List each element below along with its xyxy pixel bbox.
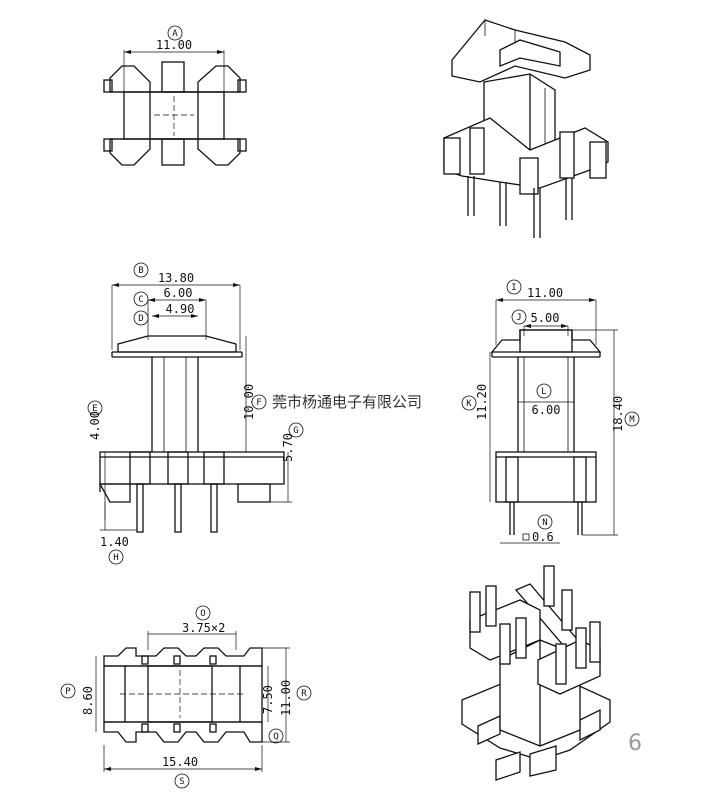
front-view: B 13.80 C 6.00 D 4.90: [87, 262, 304, 565]
label-p: P: [65, 687, 71, 697]
label-o: O: [200, 609, 205, 619]
label-circle-j: [511, 309, 527, 325]
isometric-view-bottom: [461, 565, 611, 781]
dim-front-core-width: 4.90: [166, 302, 195, 316]
dim-side-pin: 0.6: [532, 530, 554, 544]
dim-side-core: 6.00: [532, 403, 561, 417]
label-circle-b: [133, 262, 149, 278]
label-circle-g: [288, 422, 304, 438]
dim-front-overall-width: 13.80: [158, 271, 194, 285]
dim-bottom-pin-pitch: 3.75×2: [182, 621, 225, 635]
label-j: J: [516, 313, 521, 323]
label-h: H: [113, 553, 118, 563]
label-f: F: [256, 398, 261, 408]
dim-bottom-outer: 11.00: [279, 680, 293, 716]
dim-top-width: 11.00: [156, 38, 192, 52]
label-circle-i: [506, 279, 522, 295]
label-i: I: [511, 283, 516, 293]
dim-side-overall-width: 11.00: [527, 286, 563, 300]
label-b: B: [138, 266, 143, 276]
label-s: S: [179, 777, 184, 787]
label-circle-f: [251, 394, 267, 410]
dim-side-total-height: 18.40: [611, 396, 625, 432]
dim-front-total-height: 10.00: [242, 384, 256, 420]
company-watermark: 莞市杨通电子有限公司: [272, 393, 422, 411]
side-view: I 11.00 J 5.00 L 6.00: [461, 279, 640, 544]
dim-bottom-width: 15.40: [162, 755, 198, 769]
label-c: C: [138, 295, 143, 305]
label-circle-a: [167, 25, 183, 41]
page-number: 6: [628, 731, 642, 756]
label-circle-q: [268, 728, 284, 744]
isometric-view-top: [443, 19, 609, 238]
label-m: M: [629, 415, 635, 425]
dim-side-flange-width: 5.00: [531, 311, 560, 325]
label-g: G: [293, 426, 298, 436]
dim-bottom-inner: 7.50: [261, 685, 275, 714]
label-n: N: [542, 518, 547, 528]
label-circle-p: [60, 683, 76, 699]
label-circle-k: [461, 395, 477, 411]
label-circle-h: [108, 549, 124, 565]
label-r: R: [301, 689, 307, 699]
label-k: K: [466, 399, 472, 409]
dim-side-body-height: 11.20: [475, 384, 489, 420]
label-circle-m: [624, 411, 640, 427]
dim-front-side-height: 5.70: [281, 433, 295, 462]
dim-front-pin-length: 1.40: [100, 535, 129, 549]
label-circle-e: [87, 400, 103, 416]
label-a: A: [172, 29, 178, 39]
bottom-view: O 3.75×2 8.60 P 7.50 Q 1: [60, 605, 312, 789]
label-e: E: [92, 404, 97, 414]
dim-bottom-depth: 8.60: [81, 686, 95, 715]
label-circle-n: [537, 514, 553, 530]
label-circle-l: [536, 383, 552, 399]
dim-front-flange-width: 6.00: [164, 286, 193, 300]
label-l: L: [541, 387, 546, 397]
label-d: D: [138, 314, 143, 324]
label-circle-s: [174, 773, 190, 789]
label-circle-c: [133, 291, 149, 307]
top-view: A 11.00: [103, 25, 247, 166]
label-circle-r: [296, 685, 312, 701]
label-circle-o: [195, 605, 211, 621]
label-q: Q: [273, 732, 278, 742]
dim-front-base-height: 4.00: [88, 411, 102, 440]
